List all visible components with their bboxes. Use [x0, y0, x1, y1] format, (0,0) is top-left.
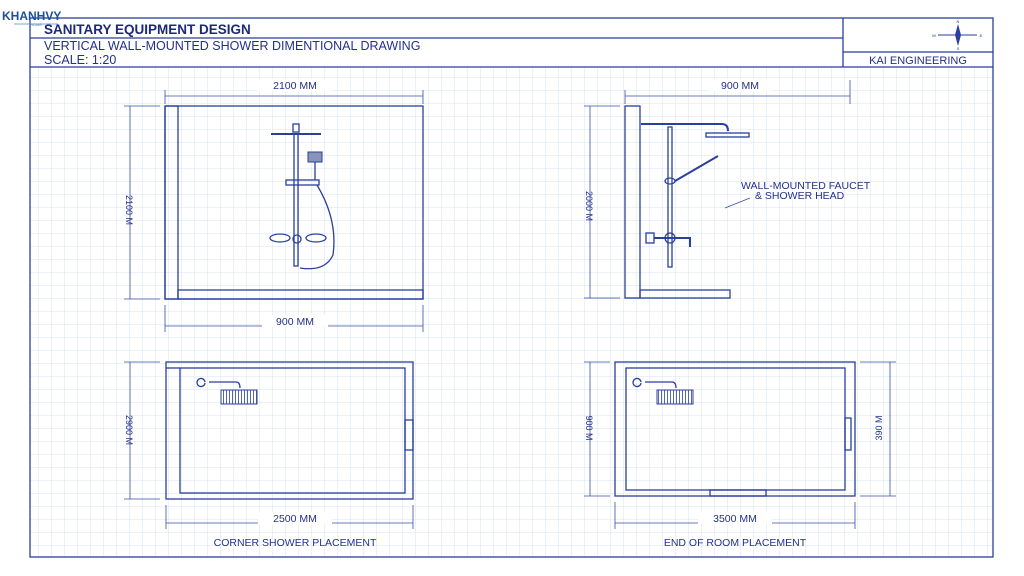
side-top-dimension: 900 MM: [721, 80, 759, 92]
front-view-elevation: 2100 MM 2100 M 900 MM: [124, 79, 424, 332]
end-right-dimension: 390 M: [874, 415, 884, 440]
compass-rose-icon: N S W E: [932, 19, 983, 51]
company-name: KAI ENGINEERING: [869, 55, 967, 67]
front-bottom-dimension: 900 MM: [276, 316, 314, 328]
drawing-title: SANITARY EQUIPMENT DESIGN: [44, 22, 251, 37]
svg-text:N: N: [957, 19, 960, 24]
faucet-annotation-line2: & SHOWER HEAD: [755, 190, 845, 202]
shower-column-front: [269, 123, 335, 270]
drawing-subtitle: VERTICAL WALL-MOUNTED SHOWER DIMENTIONAL…: [44, 39, 420, 53]
end-left-dimension: 900 M: [584, 415, 594, 440]
svg-text:E: E: [980, 33, 983, 38]
corner-bottom-dimension: 2500 MM: [273, 513, 317, 525]
corner-side-dimension: 2900 M: [124, 415, 134, 445]
svg-text:S: S: [957, 46, 960, 51]
end-bottom-dimension: 3500 MM: [713, 513, 757, 525]
faucet-annotation-line1: WALL-MOUNTED FAUCET: [741, 180, 871, 192]
end-of-room-plan: 900 M 390 M 3500 MM END OF ROOM PLACEMEN…: [584, 361, 896, 549]
grid-background: [30, 67, 993, 557]
sheet-border: [29, 17, 994, 558]
side-height-dimension: 2000 M: [584, 191, 594, 221]
front-side-dimension: 2100 M: [124, 195, 134, 225]
svg-text:KHANHVY: KHANHVY: [2, 9, 61, 23]
title-block: SANITARY EQUIPMENT DESIGN VERTICAL WALL-…: [30, 18, 993, 68]
front-top-dimension: 2100 MM: [273, 80, 317, 92]
corner-shower-plan: 2900 M 2500 MM CORNER SHOWER PLACEMENT: [124, 361, 414, 549]
end-caption: END OF ROOM PLACEMENT: [664, 537, 807, 549]
svg-text:W: W: [932, 33, 936, 38]
side-view-elevation: WALL-MOUNTED FAUCET & SHOWER HEAD 900 MM…: [584, 79, 871, 299]
svg-text:HOME: HOME: [30, 22, 42, 27]
drawing-scale: SCALE: 1:20: [44, 53, 116, 67]
shower-column-side: [641, 123, 750, 268]
corner-caption: CORNER SHOWER PLACEMENT: [214, 537, 377, 549]
khanhvy-logo: KHANHVY HOME: [2, 9, 61, 27]
